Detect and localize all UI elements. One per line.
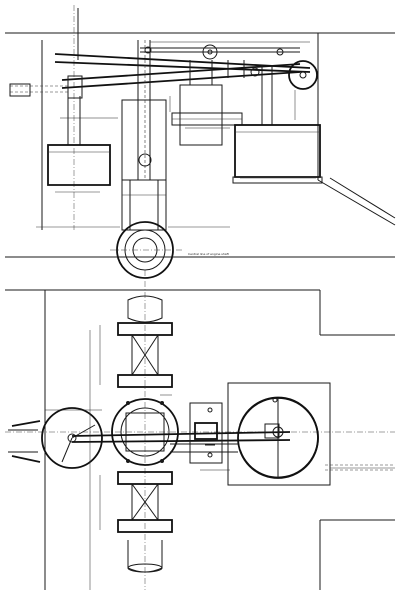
shaft-center-label: Central line of engine shaft: [188, 252, 230, 256]
plan-view: [5, 270, 395, 590]
elevation-view: Central line of engine shaft: [5, 5, 396, 279]
